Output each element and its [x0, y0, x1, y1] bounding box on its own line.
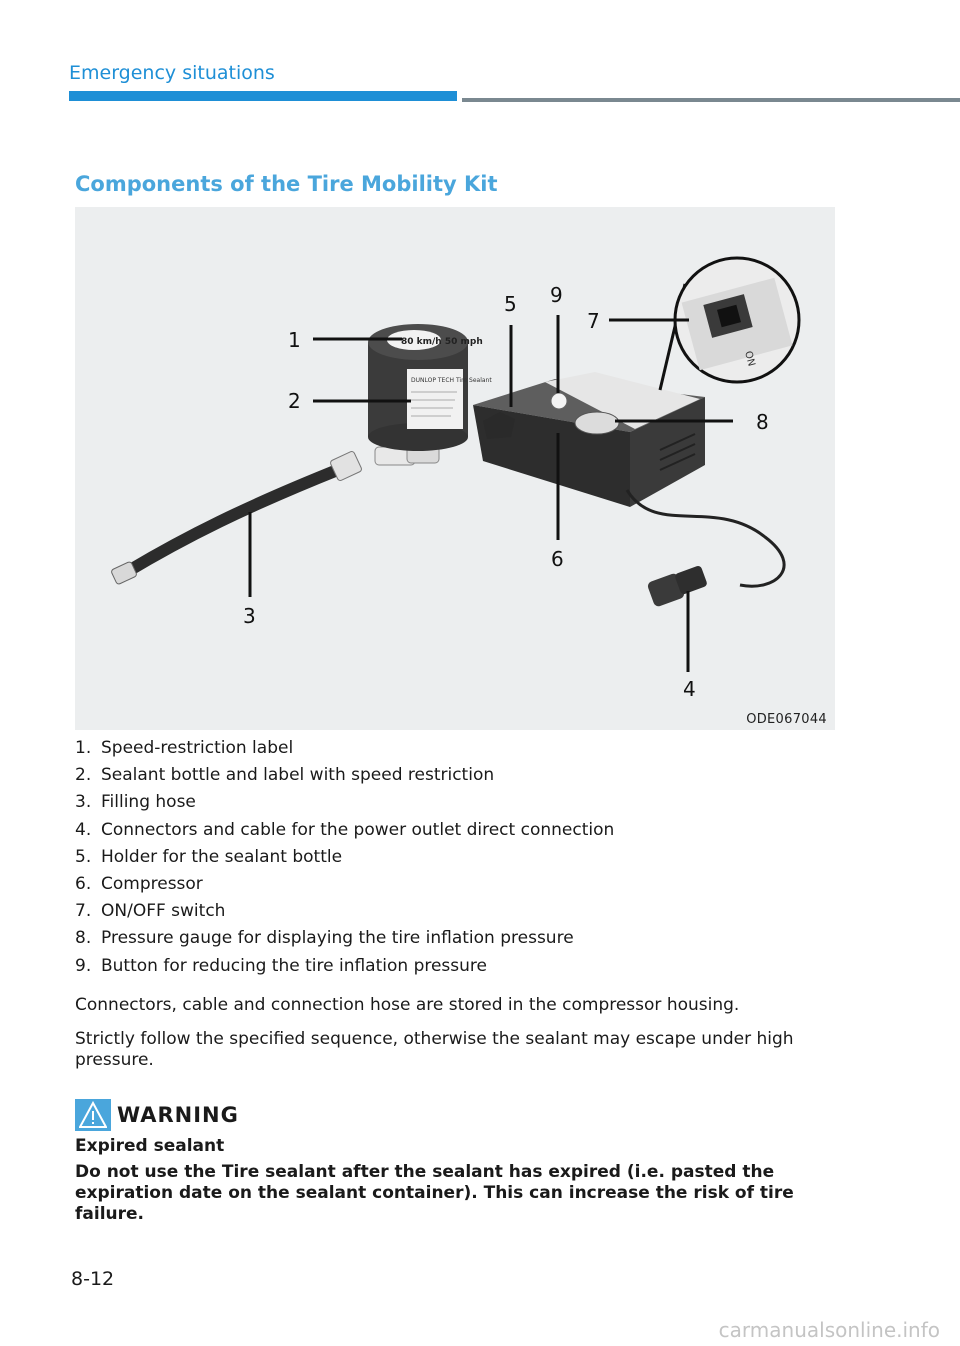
page-number: 8-12 — [71, 1268, 114, 1290]
callout-2: 2 — [288, 389, 301, 413]
list-item-number: 3. — [75, 789, 101, 816]
figure-tire-mobility-kit: 80 km/h 50 mph DUNLOP TECH Tire Sealant … — [75, 207, 835, 730]
list-item-text: Compressor — [101, 871, 203, 898]
list-item: 5.Holder for the sealant bottle — [75, 844, 614, 871]
watermark: carmanualsonline.info — [719, 1318, 940, 1342]
list-item-number: 2. — [75, 762, 101, 789]
warning-label: WARNING — [117, 1103, 239, 1127]
list-item-number: 9. — [75, 953, 101, 980]
warning-body: Do not use the Tire sealant after the se… — [75, 1162, 835, 1225]
list-item: 2.Sealant bottle and label with speed re… — [75, 762, 614, 789]
header-rule-accent — [69, 91, 457, 101]
callout-7: 7 — [587, 309, 600, 333]
header-rule — [462, 98, 960, 102]
callout-5: 5 — [504, 292, 517, 316]
list-item-text: Filling hose — [101, 789, 196, 816]
list-item: 4.Connectors and cable for the power out… — [75, 817, 614, 844]
list-item-text: Button for reducing the tire inflation p… — [101, 953, 487, 980]
list-item-text: Pressure gauge for displaying the tire i… — [101, 925, 574, 952]
list-item: 7.ON/OFF switch — [75, 898, 614, 925]
callout-8: 8 — [756, 410, 769, 434]
list-item-text: Connectors and cable for the power outle… — [101, 817, 614, 844]
bottle-label: DUNLOP TECH Tire Sealant — [411, 377, 492, 384]
list-item-number: 1. — [75, 735, 101, 762]
list-item-text: Sealant bottle and label with speed rest… — [101, 762, 494, 789]
figure-code: ODE067044 — [746, 712, 827, 727]
list-item-number: 7. — [75, 898, 101, 925]
list-item-number: 6. — [75, 871, 101, 898]
list-item-number: 8. — [75, 925, 101, 952]
callout-9: 9 — [550, 283, 563, 307]
section-title: Components of the Tire Mobility Kit — [75, 172, 498, 196]
header-section-title: Emergency situations — [69, 62, 275, 84]
callout-1: 1 — [288, 328, 301, 352]
warning-heading: WARNING — [75, 1099, 239, 1131]
list-item-text: ON/OFF switch — [101, 898, 225, 925]
callout-6: 6 — [551, 547, 564, 571]
speed-restriction-label: 80 km/h 50 mph — [401, 337, 483, 347]
callout-4: 4 — [683, 677, 696, 701]
sequence-note: Strictly follow the specified sequence, … — [75, 1029, 825, 1071]
warning-subtitle: Expired sealant — [75, 1136, 224, 1156]
callout-3: 3 — [243, 604, 256, 628]
components-list: 1.Speed-restriction label 2.Sealant bott… — [75, 735, 614, 980]
list-item: 1.Speed-restriction label — [75, 735, 614, 762]
list-item-number: 4. — [75, 817, 101, 844]
storage-note: Connectors, cable and connection hose ar… — [75, 995, 825, 1016]
list-item-text: Holder for the sealant bottle — [101, 844, 342, 871]
list-item: 8.Pressure gauge for displaying the tire… — [75, 925, 614, 952]
list-item-number: 5. — [75, 844, 101, 871]
list-item-text: Speed-restriction label — [101, 735, 293, 762]
list-item: 6.Compressor — [75, 871, 614, 898]
list-item: 9.Button for reducing the tire inflation… — [75, 953, 614, 980]
warning-icon — [75, 1099, 111, 1131]
kit-illustration: 80 km/h 50 mph DUNLOP TECH Tire Sealant … — [75, 207, 835, 730]
list-item: 3.Filling hose — [75, 789, 614, 816]
